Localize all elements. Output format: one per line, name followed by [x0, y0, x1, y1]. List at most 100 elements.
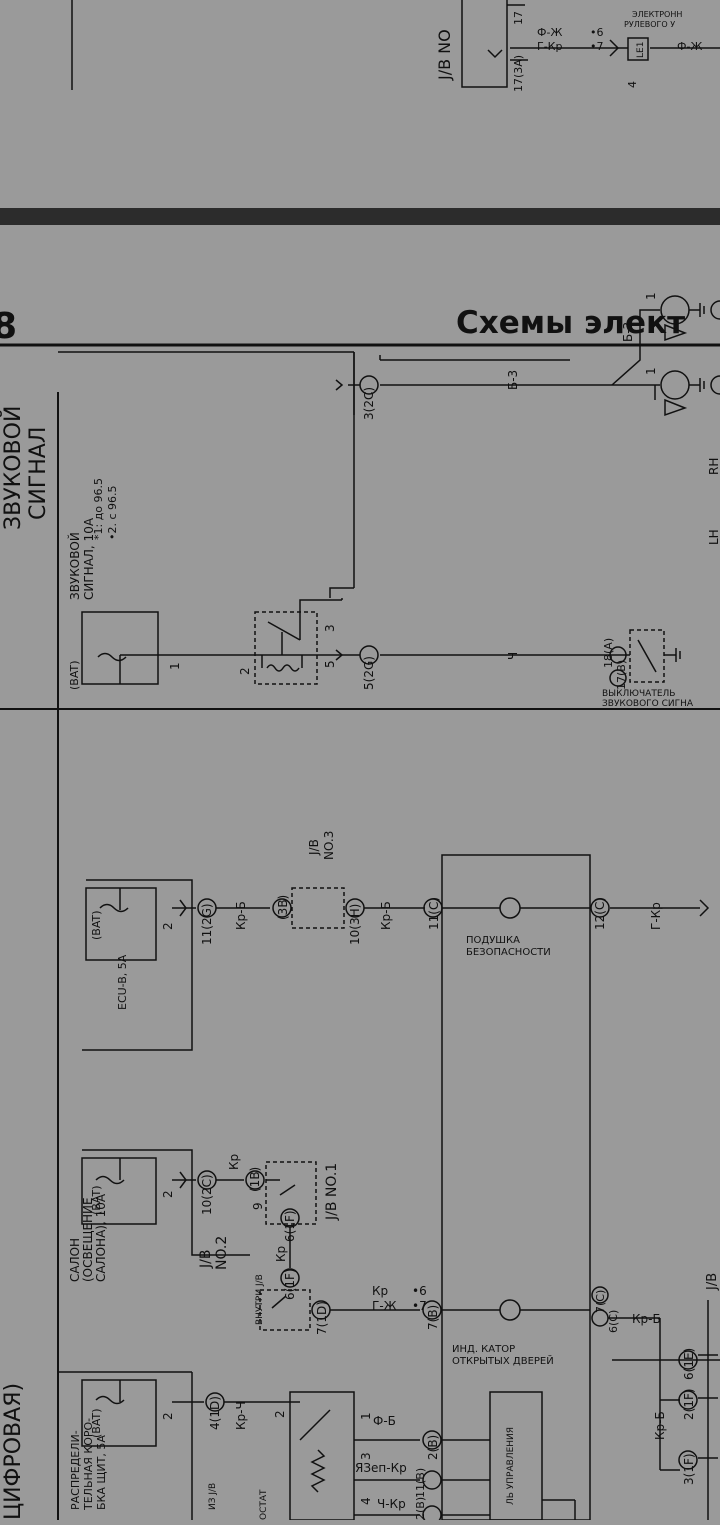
relay-coil [266, 664, 300, 672]
connector-b-7 [422, 1300, 442, 1320]
connector-c-7 [591, 1286, 609, 1304]
horn-switch-label-2: ЗВУКОВОГО СИГНА [602, 699, 694, 709]
connector-1e [678, 1350, 698, 1370]
door-pin-7b: 7(B) [426, 1305, 440, 1330]
top-wire-fzh-2: Ф-Ж [677, 40, 702, 53]
horn-lh-label: LH [707, 529, 720, 545]
door-pin-2: 2 [161, 1190, 175, 1198]
door-wire-kr-2: Кр [274, 1246, 288, 1262]
airbag-wire-gkr: Г-Кр [649, 902, 663, 930]
lower-wire-krb: Кр-Б [653, 1411, 667, 1440]
digital-side-jb: ИЗ J/B [208, 1483, 218, 1510]
distrib-fuse-label-2: ТЕЛЬНАЯ КОРО- [82, 1418, 95, 1511]
door-pin-7-1d: 7(1D) [315, 1301, 329, 1335]
horn-wire-ch: Ч [506, 652, 520, 660]
top-component-line1: ЭЛЕКТРОНН [632, 10, 682, 19]
jb-no1-label: J/B NO.1 [324, 1163, 340, 1221]
door-pin-1b: (1B) [248, 1167, 262, 1192]
digital-bat: (BAT) [90, 1408, 103, 1438]
ecu-b-fuse-label: ECU-B, 5A [116, 954, 129, 1010]
connector-b-11 [422, 1470, 442, 1490]
distrib-fuse-symbol [95, 1395, 125, 1405]
top-wire-gkr: Г-Кр [537, 40, 562, 53]
top-pin-17: 17 [512, 11, 525, 25]
top-component-line2: РУЛЕВОГО У [624, 20, 675, 29]
rheostat-switch [299, 1409, 331, 1441]
horn-section-text: ЗВУКОВОЙ СИГНАЛ *1: до 96.5 •2. с 96.5 (… [0, 292, 720, 709]
top-note-7: •7 [590, 40, 604, 53]
horn-bat: (BAT) [68, 660, 81, 690]
lower-pin-2-1f: 2(1F) [682, 1388, 696, 1420]
lower-pin-3-4f: 3(1F) [682, 1453, 696, 1485]
frame-lines [0, 392, 720, 1520]
horn-relay-pin-3: 3 [323, 624, 337, 632]
jb-no3-label-1: J/B [307, 839, 321, 856]
top-pin-4: 4 [626, 81, 639, 88]
horn-switch-label-1: ВЫКЛЮЧАТЕЛЬ [602, 689, 675, 699]
le1-label: LE1 [636, 42, 646, 58]
jb-no3-box [291, 887, 345, 929]
top-section-text: J/B NO 17 17(3A) Ф-Ж Г-Кр •6 •7 4 LE1 Ф-… [435, 10, 702, 92]
page-title: Схемы элект [456, 305, 685, 341]
horn-fuse-label-1: ЗВУКОВОЙ [67, 532, 82, 600]
door-pin-9: 9 [251, 1202, 265, 1210]
horn-fuse-symbol [97, 652, 127, 662]
connector-1f-bottom [280, 1268, 300, 1288]
page-divider-band [0, 208, 720, 225]
door-wire-krb: Кр-Б [632, 1312, 661, 1326]
top-section [71, 0, 720, 90]
horn-fuse-label-2: СИГНАЛ, 10А [82, 517, 96, 600]
digital-section-title: ЦИФРОВАЯ) [1, 1383, 26, 1520]
digital-pin-1: 1 [359, 1412, 373, 1420]
horn-section-title-1: ЗВУКОВОЙ [0, 406, 26, 530]
relay-switch [267, 621, 301, 641]
jb-no2-label-2: NO.2 [214, 1236, 230, 1270]
digital-section-text: ЦИФРОВАЯ) (BAT) РАСПРЕДЕЛИ- ТЕЛЬНАЯ КОРО… [1, 1383, 516, 1520]
door-note-7: •7 [412, 1299, 427, 1313]
door-indicator-label-1: ИНД. КАТОР [452, 1344, 515, 1355]
le1-connector [627, 37, 649, 61]
horn-relay-pin-2: 2 [238, 667, 252, 675]
door-section-text: (BAT) САЛОН (ОСВЕЩЕНИЕ САЛОНА), 10А 2 10… [68, 1154, 720, 1485]
airbag-pin-10-3h: 10(3H) [348, 904, 362, 945]
digital-pin-2-r: 2 [273, 1410, 287, 1418]
jb-no1-box [265, 1161, 317, 1225]
door-indicator [499, 1299, 521, 1321]
lower-pin-6-1e: 6(1E) [682, 1348, 696, 1380]
airbag-pin-11c: 11(C) [427, 897, 441, 930]
digital-pin-3: 3 [359, 1452, 373, 1460]
door-pin-7c: 7(C) [594, 1290, 607, 1313]
airbag-pin-11-2g: 11(2G) [200, 903, 214, 945]
connector-2g [359, 645, 379, 665]
horn-fuse-pin-1: 1 [168, 662, 182, 670]
inner-jb-box [259, 1289, 311, 1331]
horn-section [58, 295, 720, 687]
digital-wire-chkr: Ч-Кр [377, 1497, 406, 1511]
digital-section [58, 1371, 576, 1525]
horn-wire-b3-2: Б-3 [621, 322, 635, 342]
connector-a [609, 646, 627, 664]
connector-4f [678, 1450, 698, 1470]
airbag-indicator-label-1: ПОДУШКА [466, 935, 520, 946]
horn-wire-b3: Б-3 [506, 370, 520, 390]
top-pin-17-3a: 17(3A) [512, 55, 525, 92]
digital-pin-4: 4 [359, 1497, 373, 1505]
connector-b-2-top [422, 1430, 442, 1450]
digital-wire-fb: Ф-Б [373, 1414, 396, 1428]
horn-lh-symbol [660, 370, 690, 400]
ecu-b-fuse-box [85, 887, 157, 961]
horn-section-title-2: СИГНАЛ [26, 427, 51, 520]
door-pin-6-1f-2: 6(1F) [283, 1268, 297, 1300]
inner-jb-label: ВНУТРИ J/B [255, 1274, 265, 1325]
airbag-section-text: (BAT) ECU-B, 5A 2 11(2G) Кр-Б (3B) J/B N… [90, 831, 663, 1010]
door-section [81, 1149, 720, 1520]
horn-note-1: *1: до 96.5 [92, 478, 105, 540]
connector-2c [359, 375, 379, 395]
airbag-wire-krb-2: Кр-Б [379, 901, 393, 930]
airbag-pin-2: 2 [161, 922, 175, 930]
cabin-fuse-label-2: (ОСВЕЩЕНИЕ [81, 1197, 95, 1282]
control-unit-label: ЛЬ УПРАВЛЕНИЯ [506, 1427, 516, 1505]
door-pin-10-2c: 10(2C) [200, 1174, 214, 1215]
top-jb-label: J/B NO [435, 29, 454, 81]
